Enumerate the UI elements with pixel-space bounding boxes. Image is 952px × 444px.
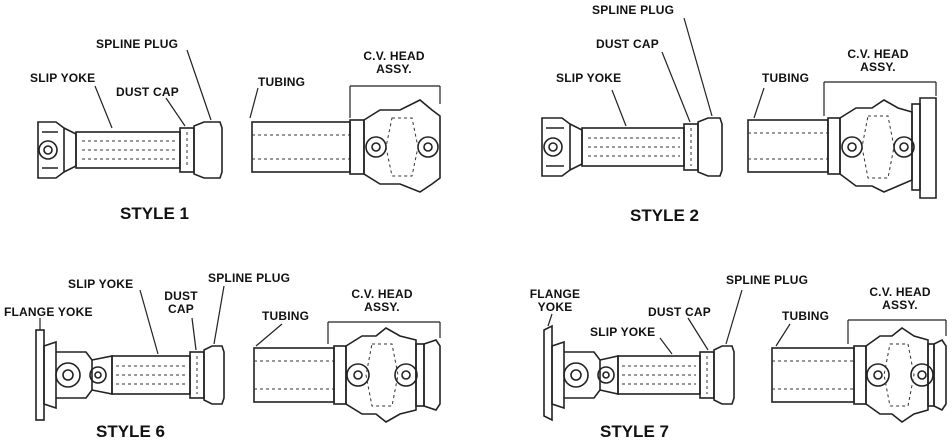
- style-6-drawing: [35, 327, 441, 423]
- style-7-tubing-label: TUBING: [782, 309, 830, 323]
- style-6-tubing-label: TUBING: [262, 309, 310, 323]
- style-7-slip-yoke-label: SLIP YOKE: [590, 325, 656, 339]
- style-1-cv-head-label-line1: C.V. HEAD: [363, 49, 425, 63]
- leader-lines: [39, 17, 947, 355]
- style-7-drawing: [543, 324, 947, 423]
- style-6-cv-head-label: C.V. HEAD ASSY.: [340, 288, 424, 314]
- style-6-dust-cap-label-line2: CAP: [168, 302, 194, 316]
- style-2-tubing-label: TUBING: [762, 71, 810, 85]
- style-6-spline-plug-label: SPLINE PLUG: [208, 271, 291, 285]
- style-7-flange-yoke-label-line2: YOKE: [537, 300, 573, 314]
- style-7-slip-yoke-drawing: [599, 355, 701, 395]
- style-1-dust-cap-label: DUST CAP: [116, 85, 179, 99]
- style-2-dust-cap-drawing: [683, 123, 699, 171]
- style-2-dust-cap-label: DUST CAP: [596, 37, 659, 51]
- style-1-spline-plug-label: SPLINE PLUG: [96, 37, 179, 51]
- style-1-spline-plug-drawing: [193, 121, 223, 179]
- style-2-slip-yoke-drawing: [541, 117, 685, 177]
- style-1-cv-head-label: C.V. HEAD ASSY.: [356, 50, 432, 76]
- style-6-dust-cap-drawing: [189, 351, 205, 399]
- style-2-drawing: [541, 97, 937, 199]
- style-6-cv-head-drawing: [333, 327, 441, 423]
- style-6-tubing-drawing: [253, 347, 335, 403]
- style-6-spline-plug-drawing: [203, 345, 225, 405]
- style-2-tubing-drawing: [747, 119, 829, 173]
- style-6-dust-cap-label-line1: DUST: [164, 289, 198, 303]
- style-7-title: STYLE 7: [600, 422, 669, 441]
- style-2-slip-yoke-label: SLIP YOKE: [556, 71, 622, 85]
- style-6-cv-head-label-line2: ASSY.: [364, 300, 400, 314]
- style-2-cv-head-label-line1: C.V. HEAD: [847, 47, 909, 61]
- style-7-cv-head-label-line2: ASSY.: [882, 298, 918, 312]
- style-1-dust-cap-drawing: [179, 127, 195, 173]
- style-7-dust-cap-label: DUST CAP: [648, 305, 711, 319]
- style-1-drawing: [37, 99, 441, 193]
- style-7-spline-plug-label: SPLINE PLUG: [726, 273, 809, 287]
- style-6-flange-yoke-drawing: [35, 329, 107, 421]
- style-6-dust-cap-label: DUST CAP: [160, 290, 202, 316]
- style-6-slip-yoke-label: SLIP YOKE: [68, 277, 134, 291]
- style-7-cv-head-drawing: [853, 327, 947, 423]
- style-1-tubing-label: TUBING: [258, 75, 306, 89]
- style-6-cv-head-label-line1: C.V. HEAD: [351, 287, 413, 301]
- style-1-slip-yoke-drawing: [37, 121, 181, 179]
- style-1-cv-head-drawing: [349, 99, 441, 193]
- style-2-title: STYLE 2: [630, 206, 699, 225]
- style-7-flange-yoke-drawing: [543, 324, 615, 422]
- style-6-flange-yoke-label: FLANGE YOKE: [4, 305, 93, 319]
- style-7-cv-head-label: C.V. HEAD ASSY.: [858, 286, 942, 312]
- style-2-cv-head-drawing: [827, 97, 937, 199]
- style-7-flange-yoke-label-line1: FLANGE: [529, 287, 581, 301]
- style-2-cv-head-label: C.V. HEAD ASSY.: [836, 48, 920, 74]
- style-2-cv-head-label-line2: ASSY.: [860, 60, 896, 74]
- style-2-spline-plug-drawing: [697, 117, 723, 177]
- style-7-dust-cap-drawing: [699, 351, 715, 399]
- style-1-slip-yoke-label: SLIP YOKE: [30, 71, 96, 85]
- style-7-cv-head-label-line1: C.V. HEAD: [869, 285, 931, 299]
- style-7-flange-yoke-label: FLANGE YOKE: [522, 288, 588, 314]
- style-6-title: STYLE 6: [96, 422, 165, 441]
- style-1-tubing-drawing: [251, 121, 351, 173]
- style-1-cv-head-label-line2: ASSY.: [376, 62, 412, 76]
- style-7-tubing-drawing: [771, 347, 855, 403]
- style-7-spline-plug-drawing: [713, 345, 735, 405]
- style-2-spline-plug-label: SPLINE PLUG: [592, 3, 675, 17]
- style-1-title: STYLE 1: [120, 204, 189, 223]
